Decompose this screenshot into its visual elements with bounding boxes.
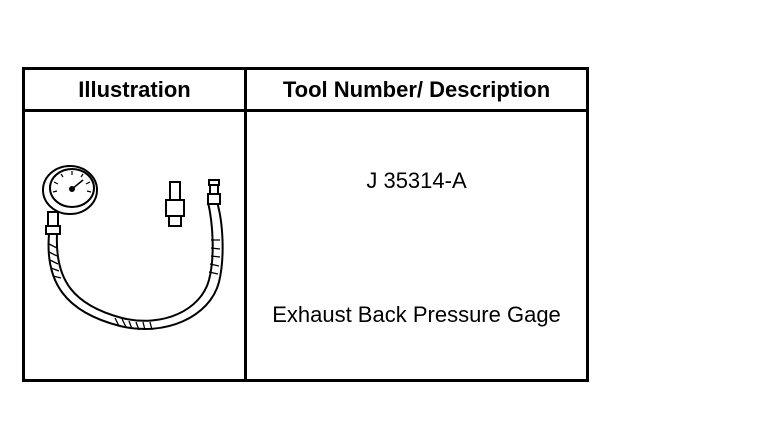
hose-fitting-icon (207, 179, 221, 205)
header-tool-description: Tool Number/ Description (247, 70, 586, 112)
tool-table: Illustration Tool Number/ Description (22, 67, 589, 382)
description-cell: J 35314-A Exhaust Back Pressure Gage (247, 112, 586, 379)
hose-icon (47, 201, 224, 331)
header-illustration: Illustration (25, 70, 247, 112)
tool-description: Exhaust Back Pressure Gage (272, 302, 561, 327)
gauge-icon (42, 165, 98, 235)
illustration-cell (25, 112, 247, 379)
adapter-icon (165, 181, 185, 227)
tool-number: J 35314-A (366, 168, 467, 193)
pressure-gauge-illustration (42, 165, 224, 331)
